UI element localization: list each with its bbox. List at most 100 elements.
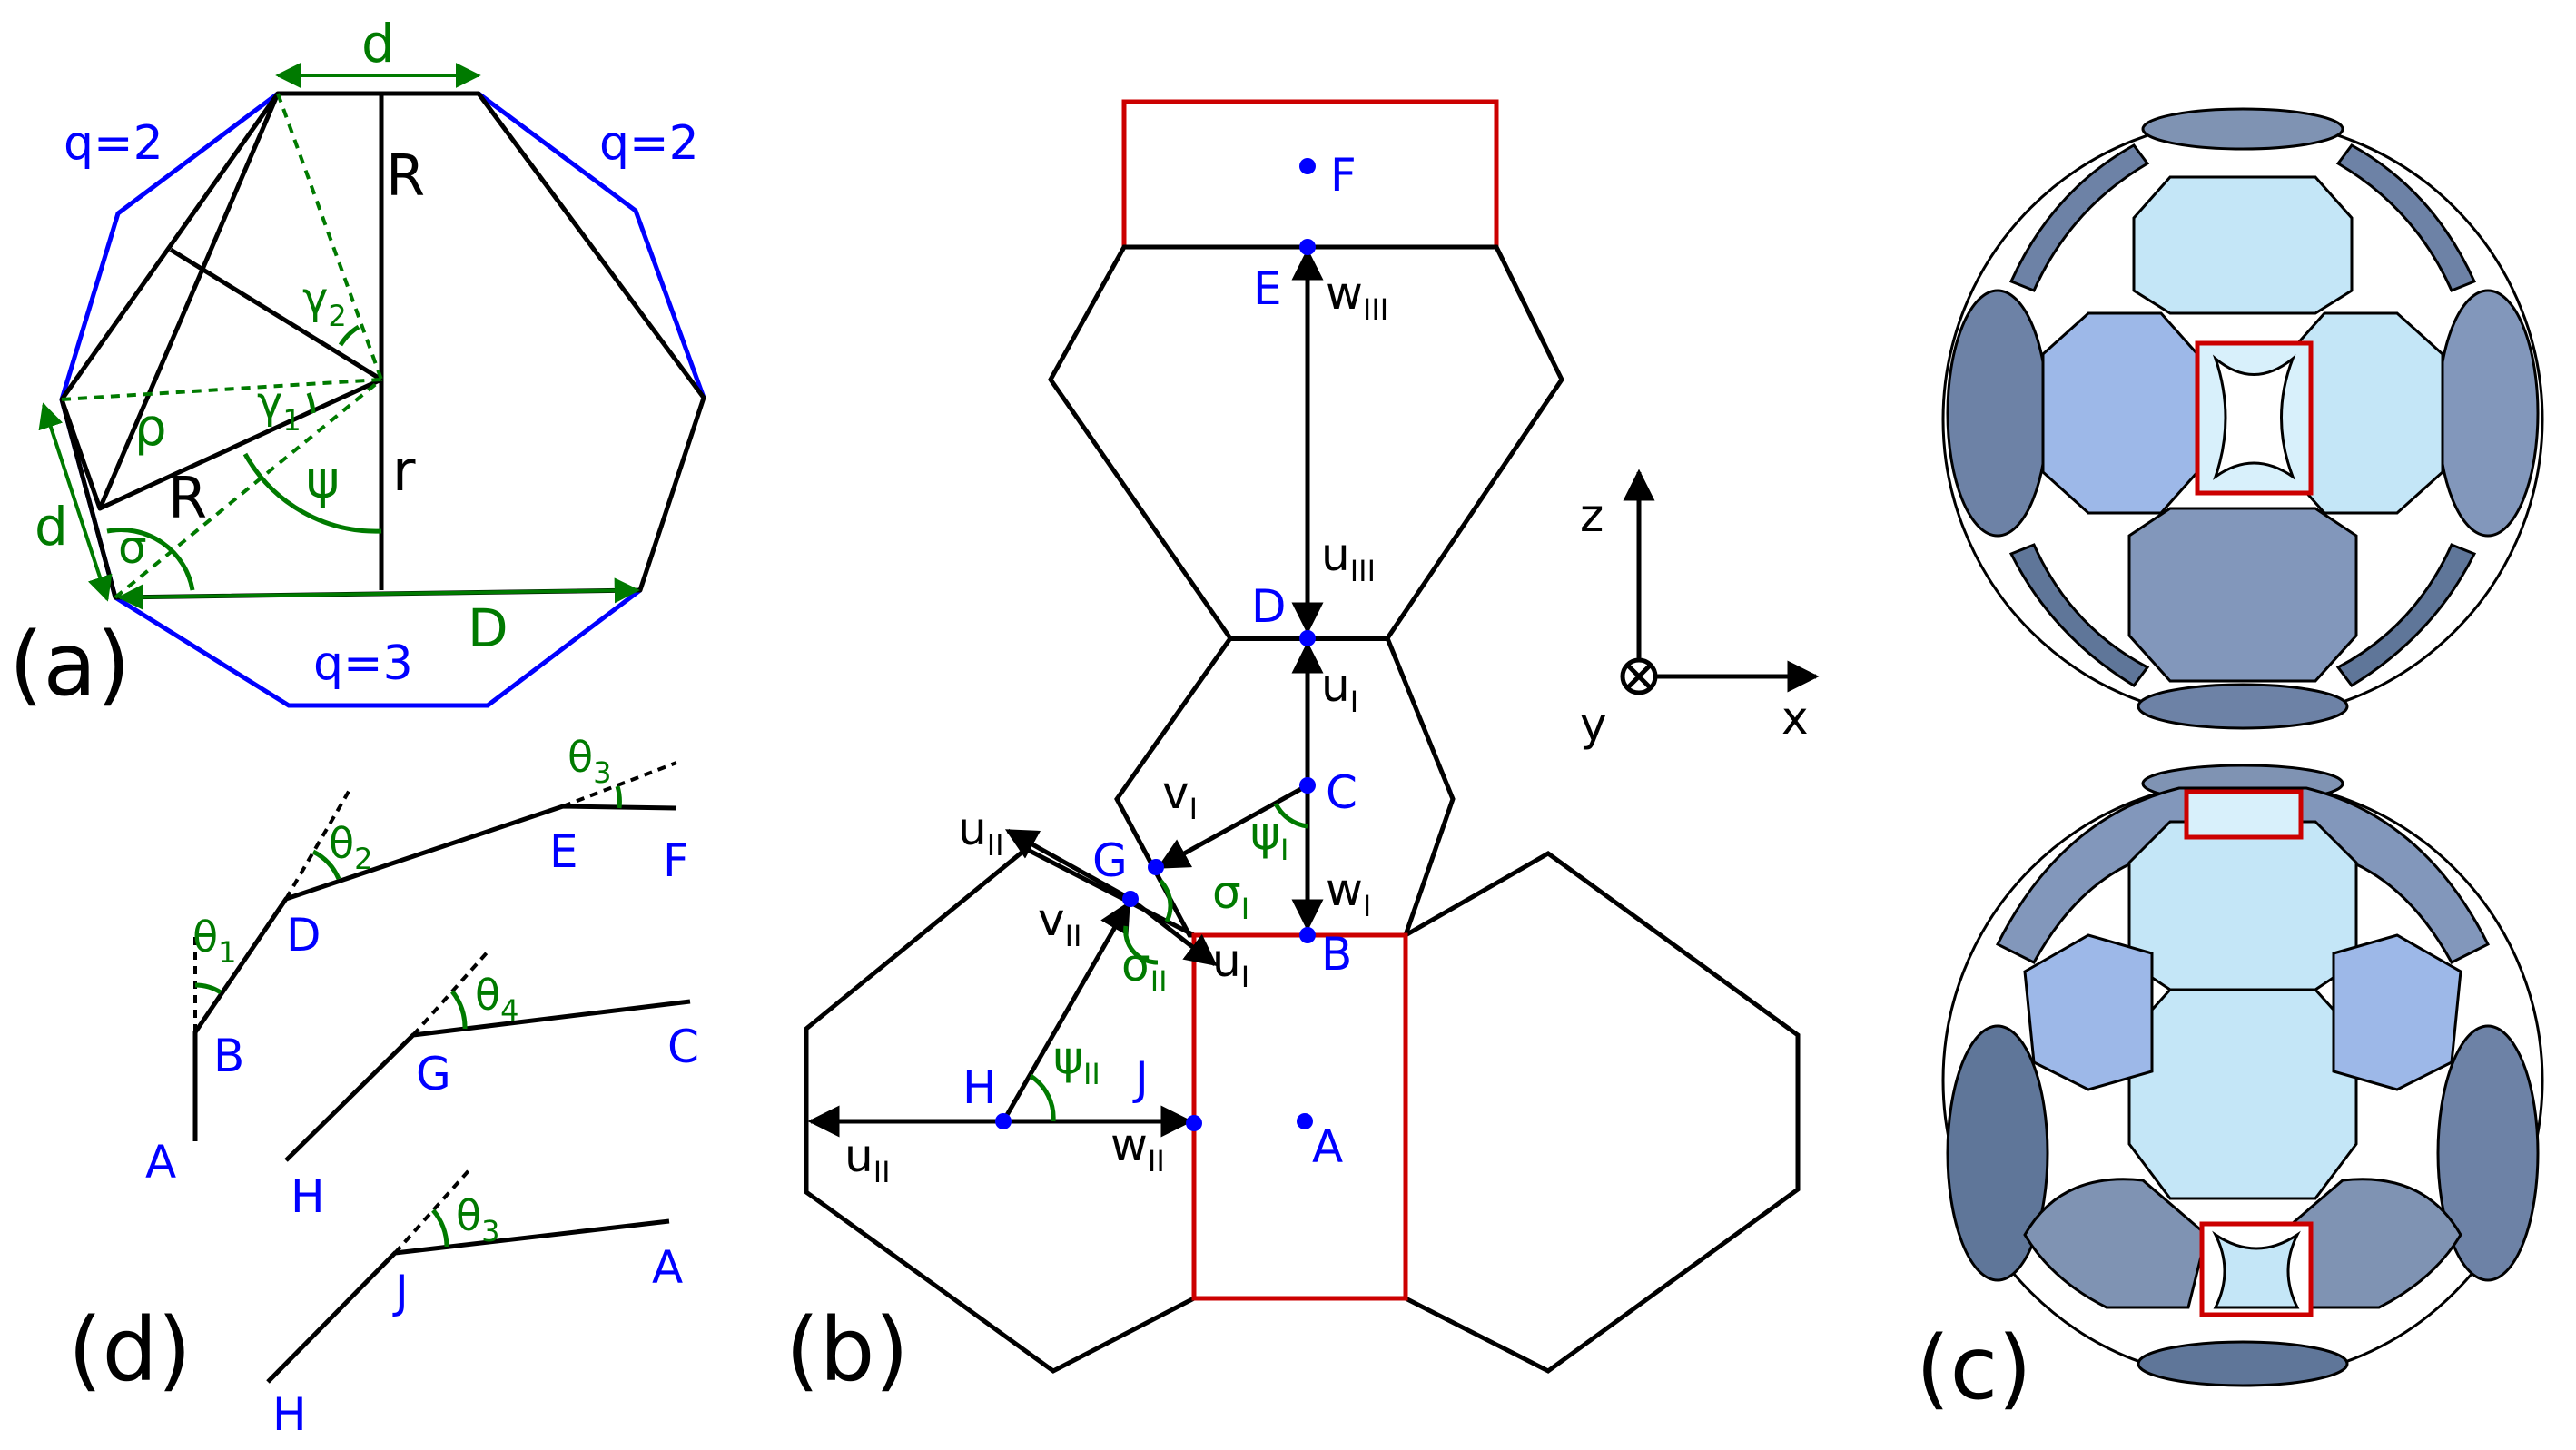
label-psi: ψ	[306, 451, 340, 510]
point-A	[1297, 1113, 1313, 1129]
label-wI: wI	[1326, 863, 1371, 923]
chain3-dash-J	[393, 1165, 474, 1255]
point-J	[1186, 1115, 1202, 1131]
label-gamma2: γ2	[302, 273, 347, 333]
arc-sigmaI	[1159, 879, 1173, 923]
chain1-label-theta3: θ3	[568, 733, 612, 790]
chain1-label-E: E	[549, 825, 578, 878]
ball-bottom-face-left	[2023, 933, 2154, 1091]
label-D: D	[1251, 580, 1287, 633]
chain1-arc-theta1	[194, 982, 222, 995]
chain2-label-H: H	[291, 1170, 325, 1223]
chain2-dash-G	[411, 947, 492, 1037]
radius-upper-left	[169, 247, 383, 382]
panel-label-d: (d)	[68, 1299, 192, 1401]
label-R-top: R	[386, 143, 425, 209]
ball-top-cap-top	[2141, 107, 2344, 151]
chain3-line	[266, 1218, 670, 1384]
chain3-label-J: J	[392, 1266, 409, 1318]
blue-polygon-bottom	[114, 588, 642, 708]
point-D	[1299, 630, 1316, 646]
panel-b: F E D C B A G H J wIII uIII uI vI wI uI …	[785, 99, 1820, 1401]
chain2-label-C: C	[667, 1021, 699, 1073]
ball-top-rim-left	[1946, 289, 2049, 538]
arc-psiII	[1029, 1073, 1056, 1122]
hexagon-right	[1403, 851, 1801, 1374]
point-B	[1299, 927, 1316, 943]
vector-uI-low	[1129, 897, 1218, 967]
rect-F	[1121, 99, 1499, 250]
chain1-label-A: A	[145, 1136, 176, 1189]
panel-label-b: (b)	[785, 1299, 909, 1401]
radius-R-left	[98, 377, 383, 511]
label-q-bottom: q=3	[313, 636, 413, 691]
ball-bottom-rim-left	[1946, 1024, 2049, 1282]
label-J: J	[1132, 1052, 1149, 1105]
arc-sigmaII	[1123, 925, 1159, 965]
chain1-label-D: D	[286, 909, 321, 962]
point-G1	[1148, 859, 1164, 875]
vector-vI	[1156, 783, 1309, 870]
chain1-label-theta1: θ1	[192, 912, 237, 970]
ball-top-pore	[2212, 354, 2296, 481]
point-E	[1299, 239, 1316, 255]
chain2-arc-theta4	[450, 990, 468, 1030]
label-d-left: d	[35, 496, 68, 557]
inner-polygon-edge	[59, 92, 281, 401]
panel-c: (c)	[1916, 107, 2544, 1419]
axis-label-z: z	[1580, 489, 1604, 542]
arc-sigma	[106, 528, 195, 591]
chain2-line	[284, 999, 691, 1162]
chain3-label-A: A	[652, 1241, 683, 1294]
panel-label-c: (c)	[1916, 1317, 2032, 1419]
chain1-label-F: F	[663, 834, 689, 887]
chain1-arc-theta2	[311, 849, 341, 881]
panel-a: d R q=2 q=2 γ2 γ1 ρ R ψ r d σ D q=3 (a)	[9, 13, 706, 715]
label-sigmaII: σII	[1121, 939, 1168, 999]
label-q-left: q=2	[64, 116, 163, 171]
label-E: E	[1253, 262, 1282, 315]
label-sigmaI: σI	[1212, 866, 1249, 926]
label-A: A	[1312, 1120, 1343, 1173]
label-q-right: q=2	[599, 116, 699, 171]
chain1-arc-theta3	[615, 785, 622, 809]
axis-y-cross2	[1626, 664, 1652, 689]
label-uIII: uIII	[1321, 528, 1376, 588]
label-gamma1: γ1	[257, 378, 301, 438]
axis-label-x: x	[1781, 692, 1809, 745]
chain2-label-G: G	[416, 1048, 451, 1100]
label-uI-low: uI	[1212, 934, 1249, 994]
label-G: G	[1092, 834, 1128, 887]
label-sigma: σ	[118, 521, 147, 574]
ball-bottom-highlight-top	[2184, 789, 2304, 840]
label-psiII: ψII	[1053, 1031, 1100, 1091]
hexagon-left	[804, 846, 1197, 1374]
label-uI: uI	[1321, 659, 1358, 719]
panel-d: A B D E F θ1 θ2 θ3 H G C θ4 H J A θ3 (d)	[68, 733, 699, 1441]
label-F: F	[1330, 149, 1357, 202]
label-uII-top: uII	[958, 803, 1004, 863]
label-wIII: wIII	[1326, 267, 1388, 327]
label-wII: wII	[1110, 1119, 1165, 1179]
label-vI: vI	[1162, 766, 1198, 826]
label-vII: vII	[1038, 893, 1081, 953]
ball-top-face-bottom	[2127, 507, 2358, 683]
arc-gamma1	[306, 392, 316, 414]
chain3-label-theta3: θ3	[456, 1191, 500, 1248]
label-H: H	[962, 1061, 997, 1114]
label-psiI: ψI	[1250, 807, 1288, 867]
chain2-label-theta4: θ4	[475, 971, 519, 1028]
vector-vII	[1001, 900, 1131, 1123]
ball-bottom-face-top	[2127, 820, 2358, 991]
ball-bottom-face-right	[2332, 933, 2462, 1091]
dimension-D	[117, 577, 640, 610]
ball-bottom-cap-bottom	[2137, 1340, 2349, 1387]
axis-label-y: y	[1580, 698, 1607, 751]
ball-top-rim-ll	[2008, 543, 2150, 687]
label-B: B	[1321, 928, 1352, 981]
label-R-left: R	[168, 465, 207, 531]
dashed-gamma2	[276, 93, 383, 380]
ball-bottom-face-center	[2127, 988, 2358, 1200]
arc-psiI	[1273, 802, 1308, 829]
